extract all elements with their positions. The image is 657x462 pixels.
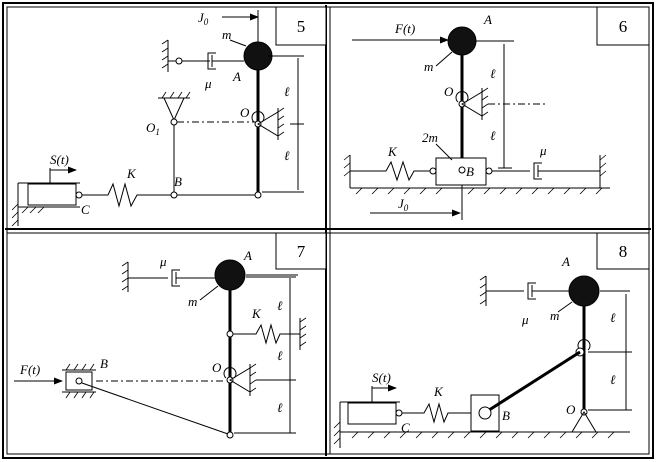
panel-8-O-label: O xyxy=(566,402,576,417)
panel-8-l1-label: ℓ xyxy=(610,310,616,325)
panel-8-B-label: B xyxy=(502,408,510,423)
panel-5-B-label: B xyxy=(174,174,182,189)
panel-7-number: 7 xyxy=(297,242,306,261)
panel-6-l1-label: ℓ xyxy=(490,66,496,81)
panel-5-C-label: C xyxy=(81,202,90,217)
panel-8: 8 A m μ O ℓ ℓ B K xyxy=(333,232,650,448)
panel-6-number: 6 xyxy=(619,17,628,36)
panel-6-mass-A xyxy=(447,26,477,56)
panel-5-support-O1 xyxy=(158,91,191,126)
panel-7-m-label: m xyxy=(188,294,197,309)
panel-7: 7 A m μ O K ℓ ℓ ℓ xyxy=(14,232,327,439)
panel-8-spring xyxy=(402,402,471,424)
panel-7-slider-B xyxy=(65,371,93,391)
panel-7-l3-label: ℓ xyxy=(277,400,283,415)
panel-6-K-label: K xyxy=(387,144,398,159)
panel-8-C-label: C xyxy=(401,420,410,435)
panel-7-B-label: B xyxy=(100,356,108,371)
panel-8-number-box xyxy=(596,232,650,270)
panel-7-number-box xyxy=(275,232,327,270)
panel-8-slider-C xyxy=(347,402,397,425)
panel-7-F-label: F(t) xyxy=(19,362,40,377)
panel-5-A-label: A xyxy=(232,69,241,84)
panel-5-K-label: K xyxy=(126,166,137,181)
panel-6-mu-label: μ xyxy=(539,143,547,158)
panel-7-mu-label: μ xyxy=(159,254,167,269)
panel-6-2m-label: 2m xyxy=(422,130,438,145)
panel-7-spring xyxy=(233,323,300,345)
panel-6-l2-label: ℓ xyxy=(490,128,496,143)
panel-7-l2-label: ℓ xyxy=(277,348,283,363)
panel-8-number: 8 xyxy=(619,242,628,261)
panel-7-O-label: O xyxy=(212,360,222,375)
panel-5-number: 5 xyxy=(297,17,306,36)
panel-5-damper xyxy=(161,39,244,72)
panel-7-l1-label: ℓ xyxy=(277,298,283,313)
panel-6-F-label: F(t) xyxy=(394,21,415,36)
panel-8-link xyxy=(485,350,581,414)
panel-6-number-box xyxy=(596,6,650,46)
panel-5-l1-label: ℓ xyxy=(284,84,290,99)
panel-8-S-label: S(t) xyxy=(372,370,391,385)
panel-8-A-label: A xyxy=(561,254,570,269)
panel-5-mu-label: μ xyxy=(204,76,212,91)
panel-5-l2-label: ℓ xyxy=(284,148,290,163)
panel-8-mu-label: μ xyxy=(521,312,529,327)
panel-8-m-label: m xyxy=(550,308,559,323)
panel-5-S-label: S(t) xyxy=(50,152,69,167)
panel-8-mass-A xyxy=(568,275,600,307)
panel-5-O-label: O xyxy=(240,105,250,120)
panel-5-m-label: m xyxy=(222,27,231,42)
inner-frame xyxy=(6,6,650,455)
panel-7-A-label: A xyxy=(243,248,252,263)
panel-5-number-box xyxy=(275,6,327,46)
panel-7-mass-A xyxy=(214,259,246,291)
panel-6: 6 F(t) A m O ℓ ℓ B 2m K xyxy=(343,6,650,220)
panel-5-mass-A xyxy=(243,41,273,71)
panel-6-m-label: m xyxy=(424,59,433,74)
panel-6-spring xyxy=(350,160,433,182)
panel-7-K-label: K xyxy=(251,306,262,321)
panel-6-A-label: A xyxy=(483,12,492,27)
panel-6-J0-label: J0 xyxy=(398,196,409,213)
panel-6-O-label: O xyxy=(444,84,454,99)
panel-5-spring xyxy=(82,182,171,208)
panel-5: 5 J0 m A μ O xyxy=(11,6,327,227)
panel-5-O1-label: O1 xyxy=(146,120,160,137)
panel-8-l2-label: ℓ xyxy=(610,372,616,387)
panel-6-B-label: B xyxy=(466,164,474,179)
panel-5-slider-C xyxy=(27,183,77,206)
panel-5-J0-label: J0 xyxy=(198,10,209,27)
panel-8-K-label: K xyxy=(433,384,444,399)
